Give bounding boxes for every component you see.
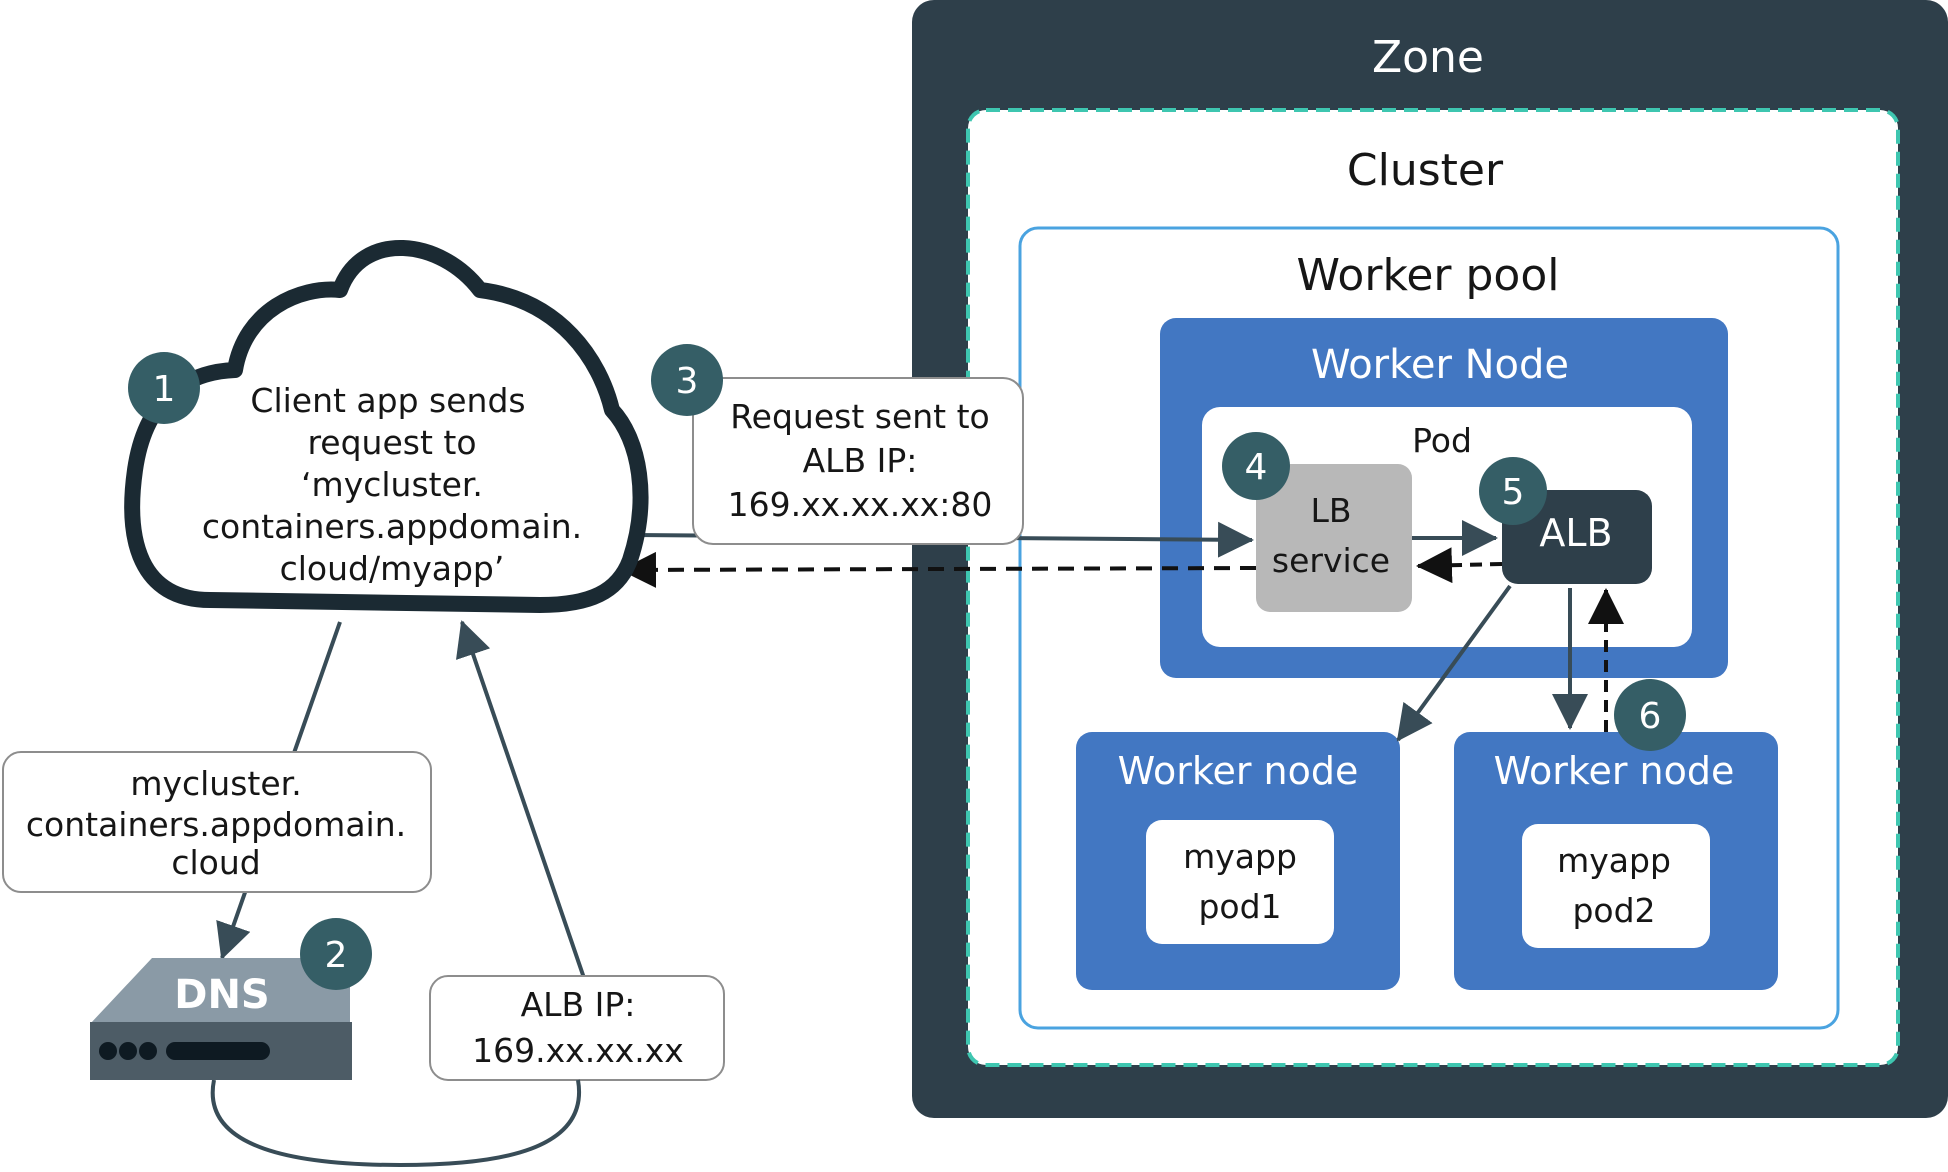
svg-text:2: 2 <box>325 935 348 976</box>
step-badge-5: 5 <box>1479 457 1547 525</box>
dns-query-line-3: cloud <box>171 843 260 882</box>
request-box <box>692 377 1024 545</box>
dns-slot <box>166 1042 270 1060</box>
myapp-pod1-line2: pod1 <box>1198 887 1281 926</box>
svg-text:3: 3 <box>676 361 699 402</box>
worker-node-2-title: Worker node <box>1494 749 1735 793</box>
arrow-dns-to-cloud <box>455 620 586 979</box>
svg-text:4: 4 <box>1245 447 1268 488</box>
worker-node-1-title: Worker node <box>1118 749 1359 793</box>
client-line-4: containers.appdomain. <box>202 507 582 546</box>
alb-box <box>1502 490 1652 584</box>
svg-text:5: 5 <box>1502 472 1525 513</box>
client-line-2: request to <box>307 423 476 462</box>
request-line-2: ALB IP: <box>803 441 918 480</box>
alb-label: ALB <box>1539 511 1612 555</box>
myapp-pod2-line2: pod2 <box>1572 891 1655 930</box>
client-line-3: ‘mycluster. <box>301 465 483 504</box>
client-line-5: cloud/myapp’ <box>280 549 505 588</box>
myapp-pod1-line1: myapp <box>1183 837 1297 876</box>
dns-query-line-2: containers.appdomain. <box>26 805 406 844</box>
dns-query-line-1: mycluster. <box>130 764 301 803</box>
dns-response-box <box>429 975 725 1081</box>
svg-text:6: 6 <box>1639 696 1662 737</box>
zone-title: Zone <box>1372 32 1484 83</box>
dns-response-line-1: ALB IP: <box>521 985 636 1024</box>
myapp-pod2-box <box>1522 824 1710 948</box>
dns-loop-curve <box>210 1079 582 1168</box>
dns-led-1 <box>99 1042 117 1060</box>
step-badge-2: 2 <box>300 918 372 990</box>
arrow-alb-to-lb-dashed <box>1416 547 1503 584</box>
lb-service-line1: LB <box>1310 491 1351 530</box>
worker-node-main-title: Worker Node <box>1311 342 1569 388</box>
dns-query-box <box>2 751 432 893</box>
myapp-pod2-line1: myapp <box>1557 841 1671 880</box>
cluster-title: Cluster <box>1347 145 1504 196</box>
step-badge-3: 3 <box>651 344 723 416</box>
dns-response-line-2: 169.xx.xx.xx <box>472 1031 684 1070</box>
dns-led-2 <box>119 1042 137 1060</box>
myapp-pod1-box <box>1146 820 1334 944</box>
step-badge-1: 1 <box>128 352 200 424</box>
request-line-1: Request sent to <box>730 397 990 436</box>
pod-title: Pod <box>1412 421 1472 460</box>
step-badge-6: 6 <box>1614 679 1686 751</box>
step-badge-4: 4 <box>1222 432 1290 500</box>
svg-text:1: 1 <box>153 369 176 410</box>
request-line-3: 169.xx.xx.xx:80 <box>728 485 993 524</box>
lb-service-line2: service <box>1272 541 1390 580</box>
arrow-alb-to-worker1 <box>1396 584 1512 742</box>
dns-device-top <box>90 958 350 1024</box>
arrow-response-to-client-dashed <box>620 551 1257 588</box>
worker-pool-title: Worker pool <box>1297 250 1560 301</box>
client-cloud <box>124 239 649 613</box>
dns-led-3 <box>139 1042 157 1060</box>
lb-service-box <box>1256 464 1412 612</box>
client-line-1: Client app sends <box>250 381 525 420</box>
dns-label: DNS <box>174 972 270 1018</box>
